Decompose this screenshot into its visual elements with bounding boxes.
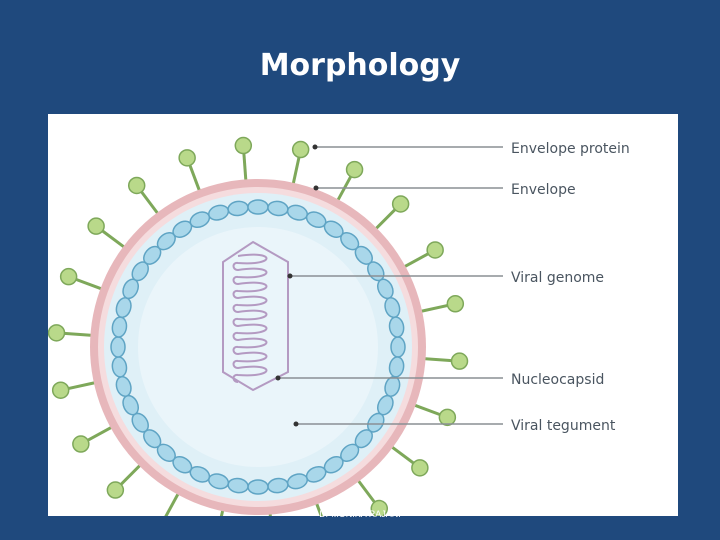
footer-author: Dr MONIKA RAJANI (319, 509, 401, 519)
spike-stalk (219, 508, 225, 516)
label-viral-genome: Viral genome (511, 270, 604, 286)
pointer-dot (275, 375, 281, 381)
label-nucleocapsid: Nucleocapsid (511, 372, 604, 388)
virus-diagram-panel: Envelope protein Envelope Viral genome N… (48, 114, 678, 516)
envelope-proteins (48, 136, 469, 516)
spike-stalk (164, 492, 180, 516)
spike-stalk (390, 445, 416, 466)
spike-head (438, 408, 457, 427)
spike-stalk (85, 425, 114, 443)
spike-stalk (356, 478, 377, 505)
spike-head (426, 241, 444, 259)
virus-diagram: Envelope protein Envelope Viral genome N… (48, 136, 630, 516)
spike-stalk (62, 331, 93, 337)
spike-head (391, 195, 410, 213)
spike-stalk (413, 403, 443, 417)
spike-head (59, 267, 78, 286)
slide-title: Morphology (259, 48, 461, 83)
spike-stalk (66, 381, 97, 391)
viral-genome (222, 240, 289, 392)
leader-lines (278, 146, 503, 425)
spike-stalk (402, 251, 431, 269)
pointer-dot (313, 185, 319, 191)
spike-stalk (100, 228, 126, 249)
spike-head (345, 160, 364, 179)
spike-stalk (187, 162, 202, 193)
pointer-dot (293, 421, 299, 427)
spike-head (48, 324, 66, 342)
spike-head (178, 149, 196, 167)
spike-head (450, 352, 469, 370)
label-envelope: Envelope (511, 182, 576, 198)
pointer-dot (287, 273, 293, 279)
capsomere (247, 479, 269, 495)
spike-stalk (291, 155, 301, 186)
spike-stalk (374, 207, 398, 231)
spike-stalk (419, 303, 450, 313)
capsomere (110, 336, 126, 358)
spike-head (72, 435, 90, 453)
spike-head (234, 136, 253, 155)
capsid-hexagon (222, 240, 289, 392)
spike-stalk (423, 357, 454, 363)
capsomere (388, 316, 405, 338)
spike-head (127, 176, 146, 195)
spike-stalk (242, 151, 248, 182)
capsomere (390, 336, 406, 358)
label-envelope-protein: Envelope protein (511, 141, 630, 157)
spike-stalk (73, 277, 103, 291)
nucleocapsid-capsomeres (110, 199, 406, 495)
spike-stalk (118, 463, 142, 487)
spike-stalk (139, 189, 160, 216)
spike-head (106, 481, 125, 499)
label-viral-tegument: Viral tegument (511, 418, 616, 434)
spike-head (411, 459, 429, 477)
pointer-dot (312, 144, 318, 150)
spike-head (291, 140, 310, 159)
capsomere (247, 199, 269, 215)
spike-stalk (314, 501, 323, 516)
spike-head (87, 217, 105, 235)
spike-head (51, 381, 70, 399)
spike-head (446, 295, 465, 313)
genome-coil (232, 253, 268, 383)
spike-head (370, 499, 389, 516)
